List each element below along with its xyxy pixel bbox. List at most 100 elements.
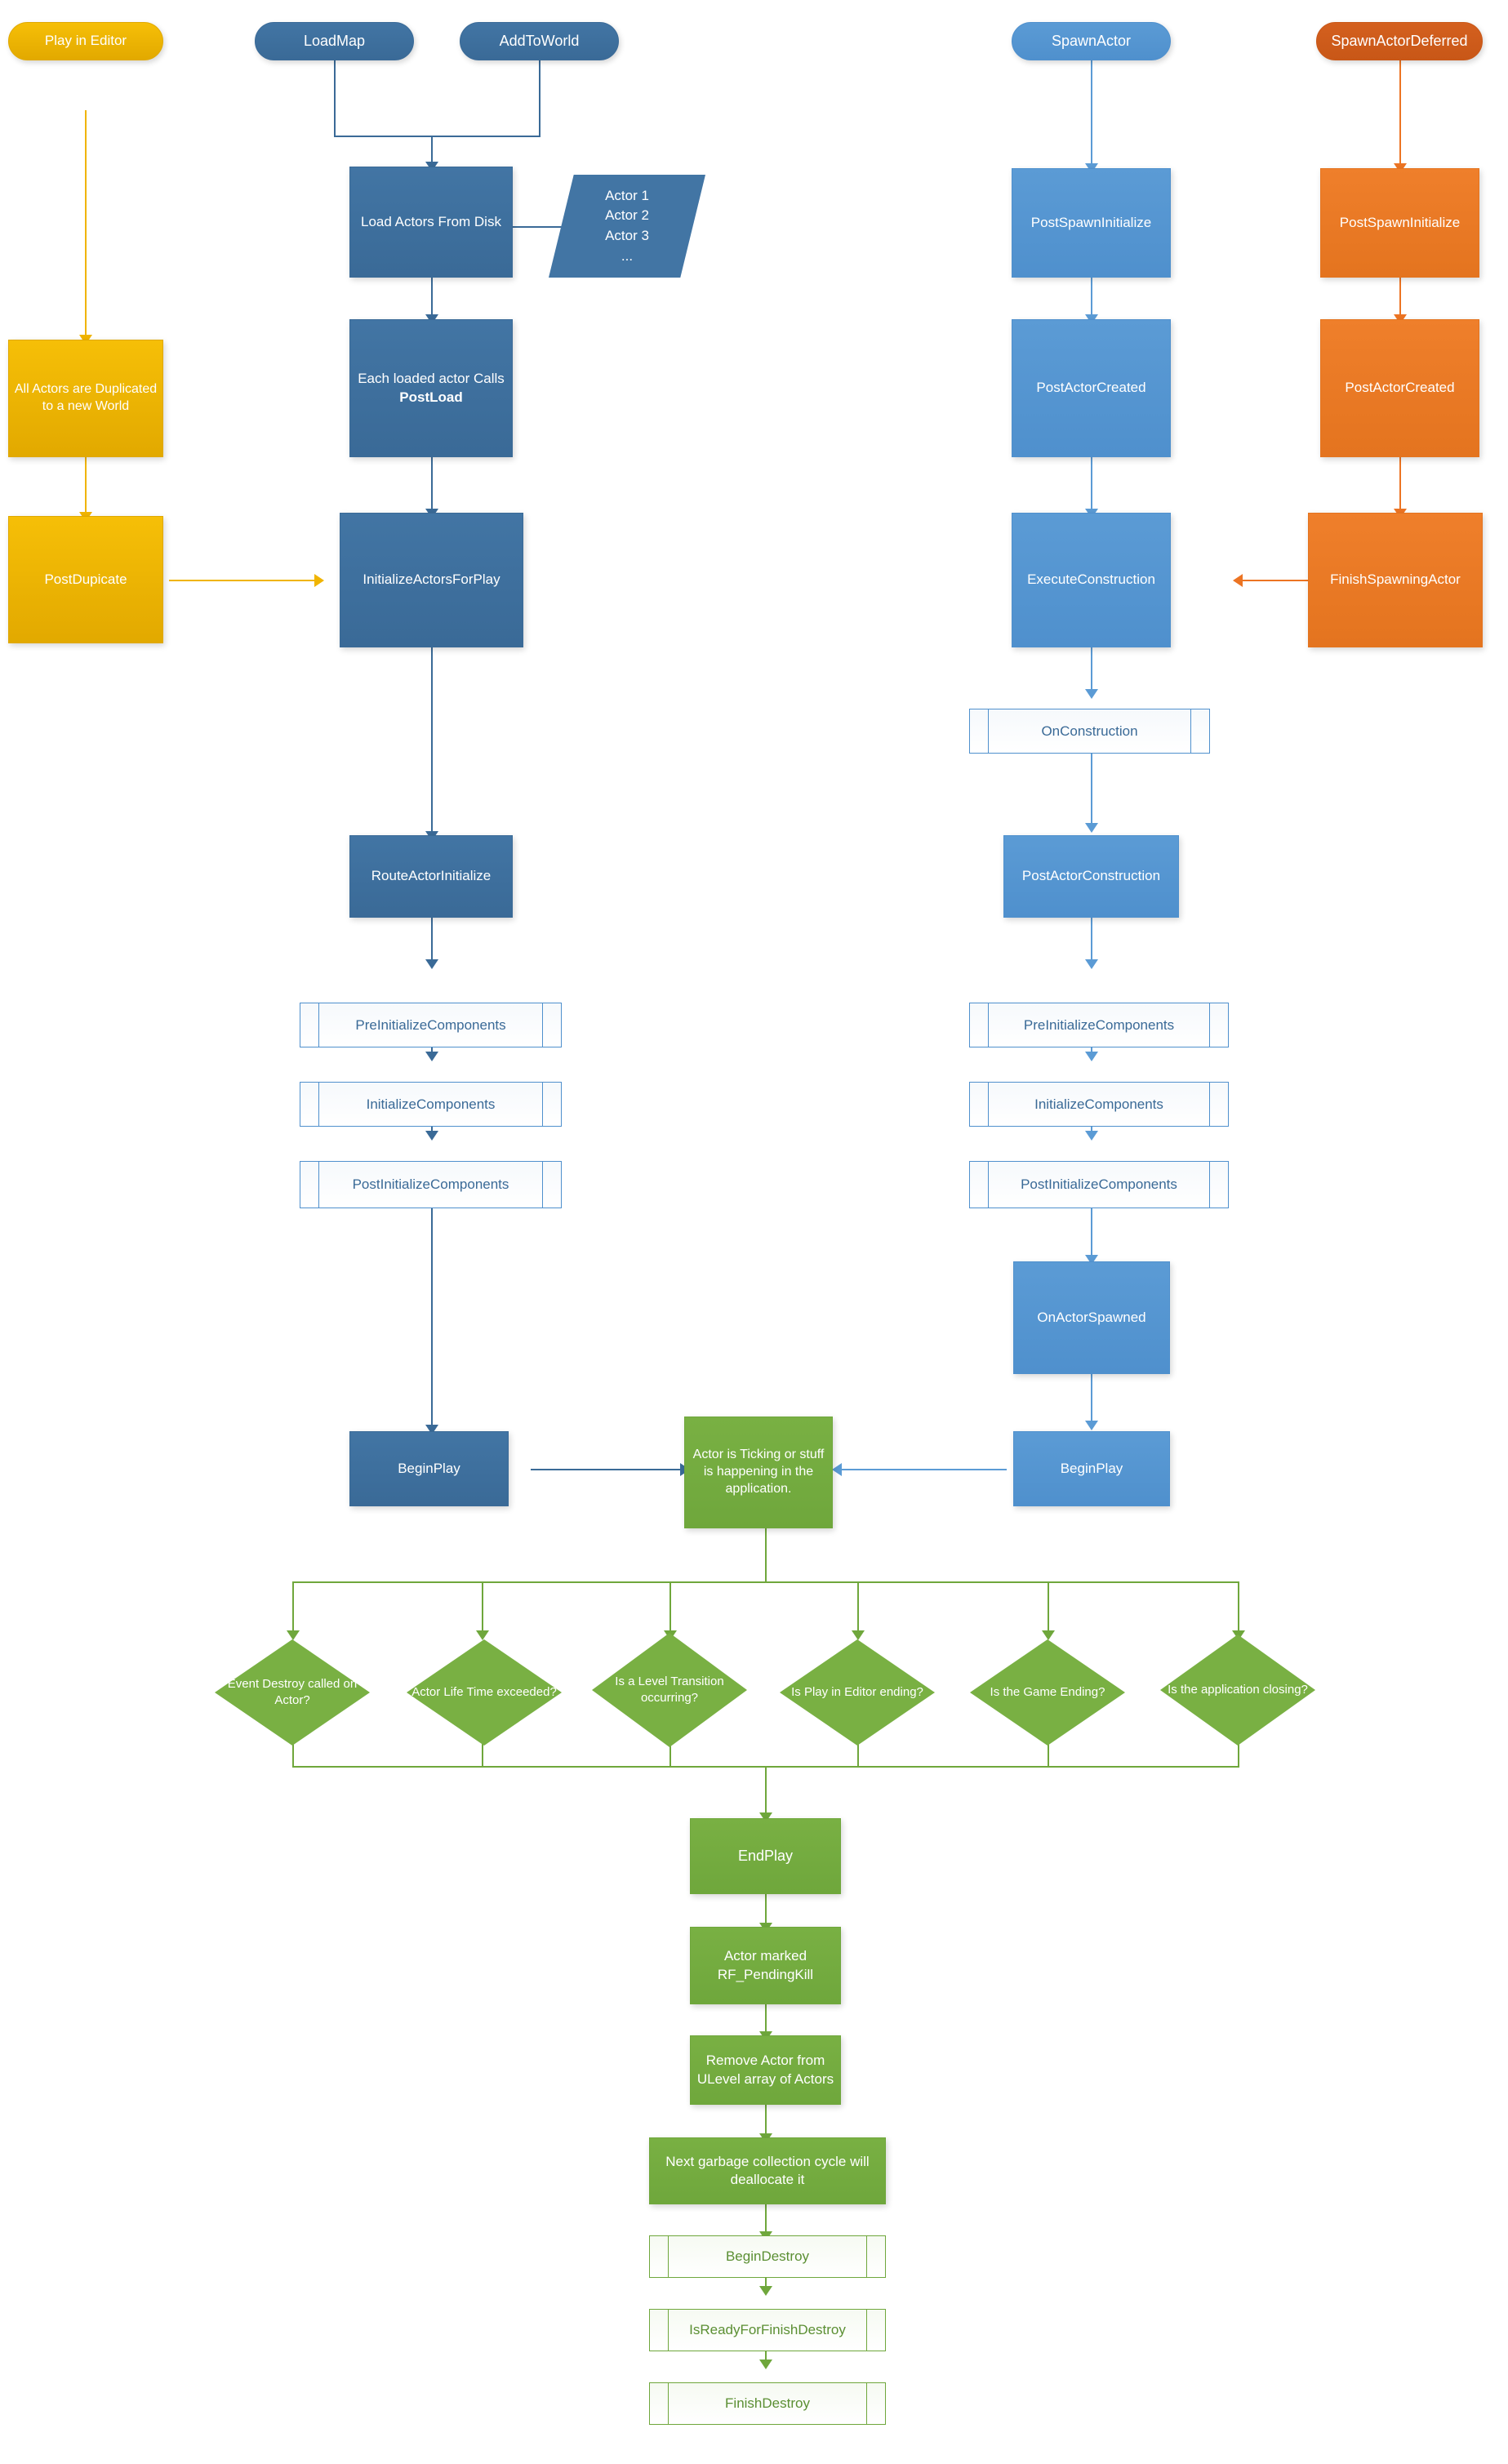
subprocess-bar-right [866,2236,867,2277]
arrow-post-init-right [1085,1131,1098,1141]
node-load-map[interactable]: LoadMap [255,22,414,60]
arrow-post-init-left [425,1131,438,1141]
node-add-to-world-label: AddToWorld [499,32,580,49]
arrow-d4 [852,1630,865,1640]
decision-game-ending[interactable]: Is the Game Ending? [970,1639,1125,1746]
arrow-ticking-right [832,1463,842,1476]
node-spawn-actor-label: SpawnActor [1051,32,1132,49]
node-add-to-world[interactable]: AddToWorld [460,22,619,60]
node-post-spawn-initialize-deferred-label: PostSpawnInitialize [1339,214,1461,230]
edge-bus-d4 [857,1581,859,1635]
node-finish-destroy-label: FinishDestroy [725,2395,810,2411]
arrow-init-comp-left [425,1052,438,1061]
node-initialize-components-left-label: InitializeComponents [366,1096,496,1112]
edge-postload-init [431,457,433,513]
node-post-duplicate-label: PostDupicate [44,571,127,587]
node-load-actors-from-disk[interactable]: Load Actors From Disk [349,167,513,278]
edge-bus-d2 [482,1581,483,1635]
edge-postdup-init [169,580,314,581]
node-post-actor-created-spawn[interactable]: PostActorCreated [1012,319,1171,457]
node-spawn-actor-deferred[interactable]: SpawnActorDeferred [1316,22,1483,60]
subprocess-bar-left [988,1083,989,1126]
node-begin-destroy[interactable]: BeginDestroy [649,2235,886,2278]
node-is-ready-for-finish-destroy[interactable]: IsReadyForFinishDestroy [649,2309,886,2351]
decision-event-destroy-label: Event Destroy called on Actor? [227,1676,358,1707]
edge-bus-d1 [292,1581,294,1635]
node-finish-spawning-actor[interactable]: FinishSpawningActor [1308,513,1483,647]
edge-begindestroy-isready [765,2278,767,2293]
edge-load-join [334,136,540,137]
node-begin-play-left-label: BeginPlay [398,1460,460,1476]
node-post-spawn-initialize-deferred[interactable]: PostSpawnInitialize [1320,168,1479,278]
node-end-play[interactable]: EndPlay [690,1818,841,1894]
node-on-construction[interactable]: OnConstruction [969,709,1210,754]
subprocess-bar-right [1209,1162,1210,1208]
actor-list-line-2: Actor 2 [605,207,649,224]
node-all-actors-duplicated[interactable]: All Actors are Duplicated to a new World [8,340,163,457]
node-finish-destroy[interactable]: FinishDestroy [649,2382,886,2425]
decision-level-transition[interactable]: Is a Level Transition occurring? [592,1633,747,1747]
decision-play-in-editor-ending[interactable]: Is Play in Editor ending? [780,1639,935,1746]
node-post-initialize-components-right-label: PostInitializeComponents [1021,1176,1177,1192]
decision-play-in-editor-ending-label: Is Play in Editor ending? [791,1684,923,1699]
node-begin-play-left[interactable]: BeginPlay [349,1431,509,1506]
node-execute-construction[interactable]: ExecuteConstruction [1012,513,1171,647]
node-post-actor-created-deferred[interactable]: PostActorCreated [1320,319,1479,457]
edge-psi-pac [1091,278,1092,318]
node-begin-play-right-label: BeginPlay [1060,1460,1123,1476]
edge-deferred-down [1399,60,1401,168]
node-load-actors-from-disk-label: Load Actors From Disk [361,213,501,229]
node-load-map-label: LoadMap [303,32,366,49]
node-remove-actor-from-ulevel[interactable]: Remove Actor from ULevel array of Actors [690,2035,841,2105]
node-initialize-components-right-label: InitializeComponents [1034,1096,1163,1112]
actor-list-line-4: ... [621,247,634,264]
node-pre-initialize-components-left[interactable]: PreInitializeComponents [300,1003,562,1047]
node-initialize-actors-for-play-label: InitializeActorsForPlay [363,572,500,588]
node-post-initialize-components-left[interactable]: PostInitializeComponents [300,1161,562,1208]
node-spawn-actor-deferred-label: SpawnActorDeferred [1331,32,1468,49]
edge-deferred-psi-pac [1399,278,1401,318]
node-initialize-components-left[interactable]: InitializeComponents [300,1082,562,1127]
decision-application-closing[interactable]: Is the application closing? [1160,1635,1315,1746]
node-post-load-label: Each loaded actor Calls PostLoad [355,370,507,406]
subprocess-bar-right [866,2383,867,2424]
edge-route-pre [431,918,433,963]
node-post-spawn-initialize-spawn[interactable]: PostSpawnInitialize [1012,168,1171,278]
subprocess-bar-left [318,1003,319,1047]
node-actor-list[interactable]: Actor 1 Actor 2 Actor 3 ... [549,175,705,278]
decision-actor-lifetime[interactable]: Actor Life Time exceeded? [407,1639,562,1746]
edge-finish-exec [1238,580,1308,581]
decision-event-destroy[interactable]: Event Destroy called on Actor? [215,1639,370,1746]
node-all-actors-duplicated-label: All Actors are Duplicated to a new World [14,382,158,413]
arrow-init-comp-right [1085,1052,1098,1061]
node-initialize-components-right[interactable]: InitializeComponents [969,1082,1229,1127]
arrow-onconstruction [1085,689,1098,699]
node-end-play-label: EndPlay [737,1847,794,1864]
node-post-duplicate[interactable]: PostDupicate [8,516,163,643]
subprocess-bar-left [988,1003,989,1047]
node-spawn-actor[interactable]: SpawnActor [1012,22,1171,60]
edge-pac-pre [1091,918,1092,963]
node-begin-play-right[interactable]: BeginPlay [1013,1431,1170,1506]
node-garbage-collection-label: Next garbage collection cycle will deall… [665,2153,870,2187]
node-initialize-actors-for-play[interactable]: InitializeActorsForPlay [340,513,523,647]
node-actor-marked-pending-kill[interactable]: Actor marked RF_PendingKill [690,1927,841,2004]
actor-list-line-1: Actor 1 [605,187,649,203]
edge-post-onactorspawned [1091,1208,1092,1259]
node-post-actor-construction[interactable]: PostActorConstruction [1003,835,1179,918]
subprocess-bar-left [988,709,989,753]
node-pre-initialize-components-right[interactable]: PreInitializeComponents [969,1003,1229,1047]
node-actor-ticking[interactable]: Actor is Ticking or stuff is happening i… [684,1417,833,1528]
node-post-load[interactable]: Each loaded actor Calls PostLoad [349,319,513,457]
node-play-in-editor[interactable]: Play in Editor [8,22,163,60]
node-garbage-collection[interactable]: Next garbage collection cycle will deall… [649,2137,886,2204]
node-on-actor-spawned-label: OnActorSpawned [1037,1309,1146,1325]
arrow-d1 [287,1630,300,1640]
decision-level-transition-label: Is a Level Transition occurring? [615,1674,724,1705]
edge-beginplay-left-ticking [531,1469,684,1470]
node-route-actor-initialize[interactable]: RouteActorInitialize [349,835,513,918]
node-on-actor-spawned[interactable]: OnActorSpawned [1013,1261,1170,1374]
node-post-initialize-components-right[interactable]: PostInitializeComponents [969,1161,1229,1208]
arrow-postactorconstruction [1085,823,1098,833]
